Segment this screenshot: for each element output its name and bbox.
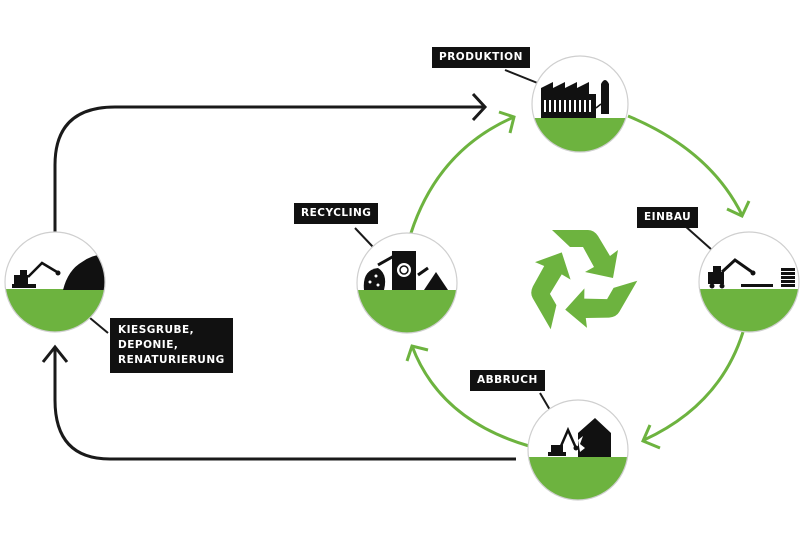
leader-line-produktion [504, 69, 541, 85]
edge-abbruch-to-recycling [405, 344, 530, 448]
label-recycling: RECYCLING [294, 203, 379, 224]
leader-line-einbau [684, 225, 713, 251]
arrowhead [498, 110, 516, 134]
demolition-icon [548, 418, 611, 457]
node-recycling [356, 232, 458, 334]
edge-produktion-to-einbau [627, 114, 751, 218]
arrowhead [641, 424, 661, 450]
arrowhead [726, 200, 751, 218]
edge-abbruch-to-kiesgrube [41, 344, 516, 461]
node-kiesgrube [4, 231, 106, 333]
label-kiesgrube: KIESGRUBE, DEPONIE, RENATURIERUNG [110, 318, 233, 373]
leader-line-recycling [354, 227, 374, 248]
arrowhead [41, 344, 69, 363]
label-einbau: EINBAU [637, 207, 699, 228]
recycling-plant-icon [363, 251, 448, 290]
edge-kiesgrube-to-produktion [53, 92, 488, 232]
recycle-symbol-icon [531, 230, 638, 330]
gravel-pit-icon [12, 254, 105, 290]
arrowhead [405, 344, 429, 362]
excavator-building-icon [708, 258, 795, 289]
label-produktion: PRODUKTION [432, 47, 530, 68]
leader-line-abbruch [539, 392, 551, 411]
label-abbruch: ABBRUCH [470, 370, 545, 391]
factory-icon [541, 80, 609, 118]
node-produktion [531, 55, 629, 153]
node-abbruch [527, 399, 629, 501]
edge-einbau-to-abbruch [641, 331, 745, 450]
edge-recycling-to-produktion [409, 110, 516, 234]
arrowhead [471, 92, 488, 122]
leader-line-kiesgrube [89, 317, 109, 334]
